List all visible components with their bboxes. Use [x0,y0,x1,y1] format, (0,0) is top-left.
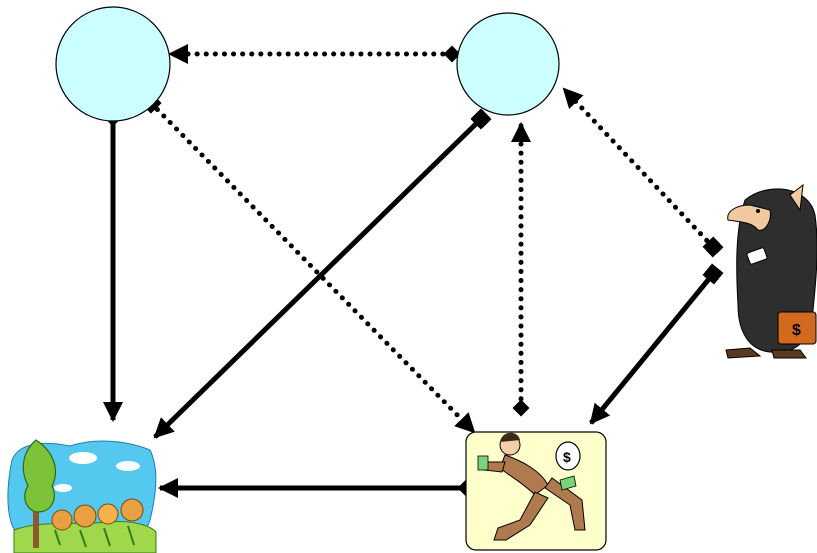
wolf-sheep-briefcase-icon[interactable]: $ [725,183,817,359]
hair-icon [500,432,520,442]
tree-canopy-icon [22,439,57,513]
flower-bushes-icon [51,498,144,548]
moneybag-symbol: $ [563,449,571,465]
running-man-node[interactable]: $ [465,431,607,551]
circle-node-right[interactable] [456,12,560,116]
tree-trunk-icon [33,480,39,548]
briefcase-icon [777,311,817,345]
edge-wolf-to-running-man [589,263,724,425]
edge-wolf-to-circle-right [561,86,724,258]
eye-icon [756,209,760,213]
shoe-icon [771,349,807,359]
edge-circle-left-to-running-man [140,92,477,435]
banknote-icon [477,455,489,471]
flying-banknote-icon [559,475,577,491]
leg-icon [544,477,586,531]
moneybag-icon [555,441,581,471]
briefcase-symbol: $ [792,322,801,339]
edge-circle-right-to-landscape [153,108,492,439]
ear-icon [789,183,804,212]
circle-node-left[interactable] [55,6,171,122]
cloud-icon [69,452,97,464]
leg-icon [493,491,549,541]
landscape-trees-icon[interactable] [7,439,157,553]
cash-bundle-icon [746,247,768,265]
running-man-moneybag-icon: $ [477,432,586,541]
cloud-icon [116,461,140,471]
edge-layer [103,44,724,498]
shoe-icon [725,347,762,359]
cloud-icon [54,484,72,492]
